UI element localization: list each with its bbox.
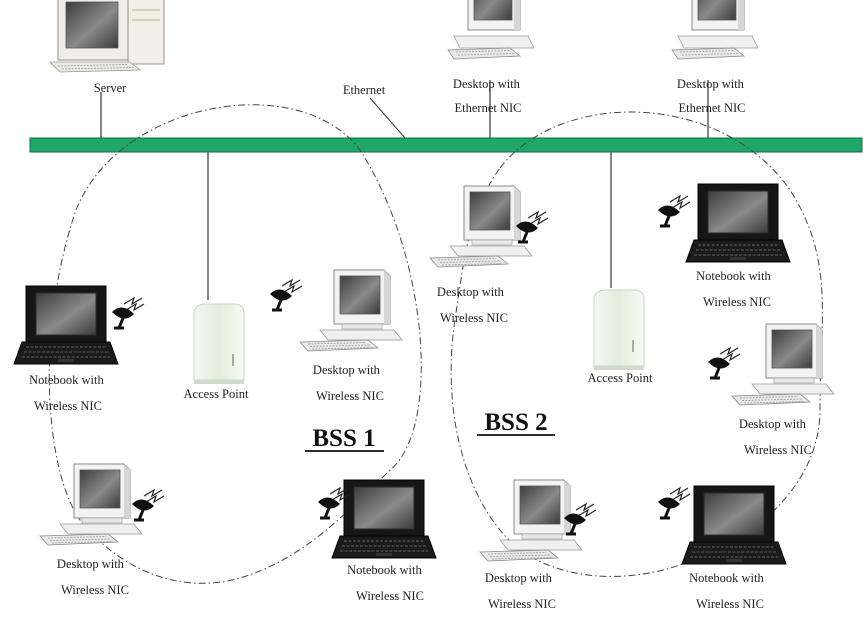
notebook-bss2-bottom-label: Notebook with Wireless NIC — [689, 571, 767, 611]
desktop-computer-icon — [671, 0, 759, 60]
desktop-computer-icon — [479, 479, 583, 562]
desktop-bss1-bottom-label: Desktop with Wireless NIC — [57, 557, 129, 597]
notebook-computer-icon — [13, 285, 119, 365]
server: Server — [49, 0, 165, 95]
desktop-bss1-bottom: Desktop with Wireless NIC — [39, 463, 166, 597]
desktop-bss2-top-label: Desktop with Wireless NIC — [437, 285, 508, 325]
bss2-label: BSS 2 — [484, 409, 547, 436]
desktop-bss2-bottom: Desktop with Wireless NIC — [479, 479, 598, 611]
desktop-bss2-right-label: Desktop with Wireless NIC — [739, 417, 812, 457]
server-tower-icon — [49, 0, 165, 73]
desktop-bss1-top-label: Desktop with Wireless NIC — [313, 363, 384, 403]
notebook-bss2-top-label: Notebook with Wireless NIC — [696, 269, 774, 309]
wireless-antenna-icon — [514, 210, 550, 244]
wireless-antenna-icon — [656, 486, 692, 520]
server-label: Server — [94, 81, 127, 95]
wireless-antenna-icon — [110, 296, 146, 330]
notebook-left: Notebook with Wireless NIC — [13, 285, 146, 413]
notebook-bss2-top: Notebook with Wireless NIC — [656, 183, 791, 309]
notebook-computer-icon — [331, 479, 437, 559]
access-point-icon — [593, 289, 645, 371]
wireless-antenna-icon — [268, 278, 304, 312]
access-point-1: Access Point — [184, 303, 249, 401]
desktop-ethernet-2: Desktop with Ethernet NIC — [671, 0, 759, 115]
notebook-bss2-bottom: Notebook with Wireless NIC — [656, 485, 787, 611]
ethernet-pointer-line — [369, 97, 406, 139]
desktop-ethernet-1-label: Desktop with Ethernet NIC — [453, 77, 523, 115]
access-point-1-label: Access Point — [184, 387, 249, 401]
notebook-left-label: Notebook with Wireless NIC — [29, 373, 107, 413]
bss2-title: BSS 2 — [477, 409, 555, 436]
desktop-bss2-top: Desktop with Wireless NIC — [429, 185, 550, 325]
bss2-coverage-loop — [450, 111, 823, 577]
desktop-bss2-bottom-label: Desktop with Wireless NIC — [485, 571, 556, 611]
desktop-ethernet-1: Desktop with Ethernet NIC — [447, 0, 535, 115]
wireless-antenna-icon — [656, 194, 692, 228]
notebook-computer-icon — [685, 183, 791, 263]
ethernet-label: Ethernet — [343, 83, 386, 97]
desktop-computer-icon — [39, 463, 143, 546]
access-point-icon — [193, 303, 245, 385]
desktop-bss2-right: Desktop with Wireless NIC — [706, 323, 835, 457]
desktop-bss1-top: Desktop with Wireless NIC — [268, 269, 403, 403]
desktop-computer-icon — [299, 269, 403, 352]
notebook-bss1-bottom: Notebook with Wireless NIC — [316, 479, 437, 603]
ethernet-bus — [29, 137, 863, 153]
access-point-2: Access Point — [588, 289, 653, 385]
wireless-antenna-icon — [130, 488, 166, 522]
wireless-antenna-icon — [706, 346, 742, 380]
bss1-label: BSS 1 — [312, 425, 375, 452]
desktop-computer-icon — [731, 323, 835, 406]
desktop-computer-icon — [447, 0, 535, 60]
notebook-computer-icon — [681, 485, 787, 565]
desktop-ethernet-2-label: Desktop with Ethernet NIC — [677, 77, 747, 115]
bss1-title: BSS 1 — [305, 425, 384, 452]
access-point-2-label: Access Point — [588, 371, 653, 385]
notebook-bss1-bottom-label: Notebook with Wireless NIC — [347, 563, 425, 603]
